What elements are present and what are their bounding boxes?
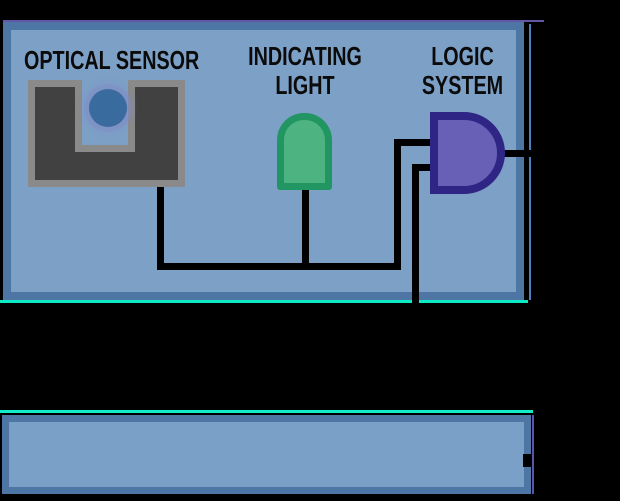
logic-system-label-line2: SYSTEM [421,70,504,100]
indicating-light-label-line1: INDICATING [248,41,362,71]
bar-right-accent-line [532,415,534,494]
and-gate-icon [430,112,505,194]
wire-gate-input2 [412,164,436,171]
wire-gate-input1-vertical [394,139,401,270]
indicating-light-label-line2: LIGHT [275,70,335,100]
wire-led-vertical [302,187,309,267]
indicating-light-label: INDICATING LIGHT [248,42,362,100]
led-icon [277,113,332,190]
bottom-bar-right-notch [523,454,532,467]
optical-sensor-label: OPTICAL SENSOR [24,45,200,75]
wire-gate-input1 [394,139,436,146]
panel-right-accent-line [529,24,531,300]
optical-sensor-beam-dot [89,89,127,127]
optical-sensor-label-text: OPTICAL SENSOR [24,45,200,75]
wire-horizontal-bus [157,263,401,270]
panel-bottom-cyan-line [0,300,528,303]
panel-top-accent-line [3,20,544,22]
wire-gate-input2-vertical [412,164,419,409]
bar-top-cyan-line [0,410,533,413]
logic-system-label: LOGIC SYSTEM [404,42,522,100]
wire-sensor-vertical [157,184,164,268]
logic-system-label-line1: LOGIC [431,41,494,71]
bottom-bar [2,415,531,494]
wire-gate-output [497,150,548,157]
optical-sensor-icon [28,80,185,187]
